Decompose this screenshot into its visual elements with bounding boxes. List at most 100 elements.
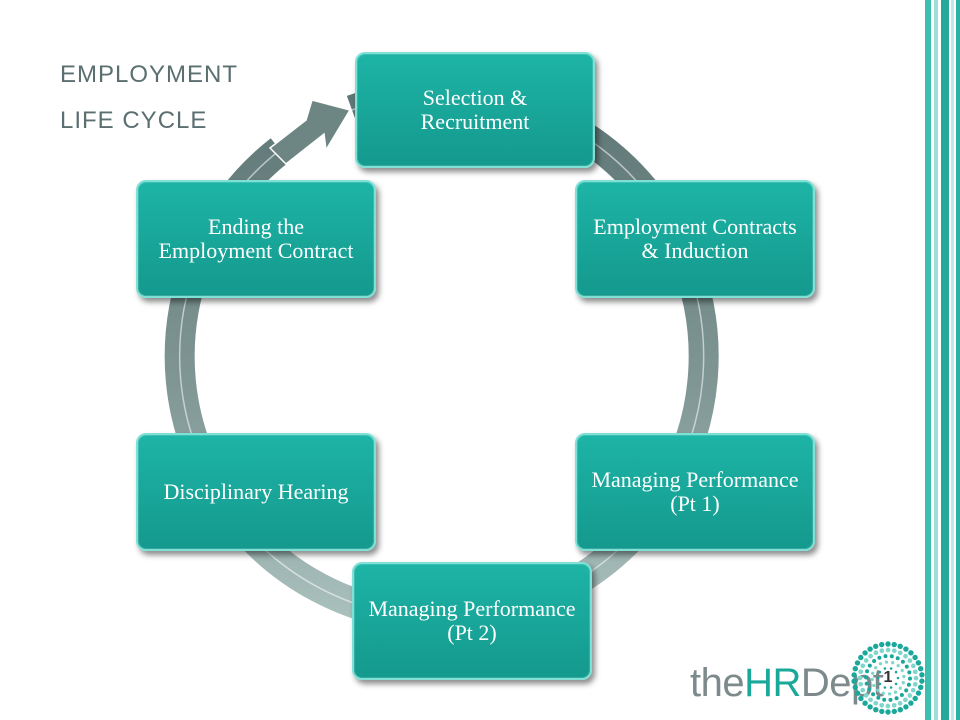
logo-dot: [851, 678, 857, 684]
logo-dot: [896, 664, 900, 668]
cycle-step-managing-performance-2: Managing Performance (Pt 2): [352, 562, 592, 680]
logo-dot: [879, 648, 885, 654]
logo-dot: [854, 690, 861, 696]
logo-dot: [904, 688, 909, 693]
logo-dot: [903, 646, 909, 652]
logo-dot: [918, 684, 924, 690]
logo-dot: [865, 669, 870, 674]
logo-dot: [879, 702, 885, 708]
step-label: Managing Performance (Pt 2): [368, 596, 576, 645]
logo-dot: [899, 693, 904, 697]
decor-stripe: [934, 0, 938, 720]
logo-dot: [902, 674, 906, 679]
cycle-step-selection-recruitment: Selection & Recruitment: [355, 52, 595, 168]
logo-dot: [878, 670, 882, 674]
logo-dot: [903, 653, 908, 659]
logo-dot: [896, 676, 900, 680]
logo-dot: [872, 683, 876, 688]
logo-dot: [893, 690, 898, 694]
logo-dot: [852, 684, 858, 690]
logo-dot: [868, 653, 873, 659]
decor-stripe: [941, 0, 949, 720]
logo-dot: [857, 675, 863, 681]
logo-dot: [889, 667, 893, 670]
logo-dot: [858, 654, 864, 661]
logo-dot: [874, 666, 878, 670]
logo-dot: [882, 697, 887, 702]
logo-dot: [918, 666, 924, 672]
logo-dot: [912, 681, 918, 687]
logo-dot: [897, 700, 903, 706]
logo-dot: [915, 660, 922, 666]
cycle-step-managing-performance-1: Managing Performance (Pt 1): [575, 433, 815, 551]
logo-dot: [908, 676, 912, 681]
logo-dot: [877, 655, 882, 660]
logo-dot: [883, 667, 887, 670]
logo-dot: [895, 656, 900, 661]
logo-dot: [864, 681, 869, 686]
step-label: Ending the Employment Contract: [158, 214, 354, 263]
logo-dot: [919, 678, 925, 684]
logo-dot: [878, 662, 883, 666]
logo-dot: [873, 643, 879, 649]
decor-stripe: [925, 0, 931, 720]
logo-dot: [912, 654, 918, 661]
logo-dot: [867, 663, 872, 668]
logo-dot: [915, 690, 922, 696]
logo-dot: [867, 704, 873, 710]
logo-dot: [907, 658, 913, 663]
logo-dot: [891, 648, 897, 654]
logo-dot: [889, 686, 893, 689]
logo-dot: [894, 682, 898, 686]
logo-dot: [851, 672, 857, 678]
logo-dot: [881, 691, 885, 695]
logo-dot: [891, 641, 897, 648]
logo-dot: [912, 669, 918, 675]
logo-dot: [885, 709, 891, 715]
logo-dot: [885, 647, 891, 653]
logo-dot: [883, 686, 887, 689]
logo-dot: [871, 671, 875, 675]
logo-dot: [897, 643, 903, 649]
logo-dot: [873, 650, 879, 656]
logo-dot: [885, 641, 891, 647]
logo-dot: [900, 668, 904, 673]
logo-dot: [863, 658, 869, 663]
step-label: Disciplinary Hearing: [163, 479, 349, 504]
logo-dot: [891, 702, 897, 708]
logo-dot: [908, 700, 914, 706]
logo-dot: [907, 693, 913, 698]
logo-dot: [867, 646, 873, 652]
logo-dot: [904, 664, 909, 669]
logo-dot: [891, 661, 895, 665]
cycle-step-employment-contracts: Employment Contracts & Induction: [575, 180, 815, 298]
step-label: Selection & Recruitment: [420, 85, 530, 134]
logo-dot: [858, 681, 864, 687]
logo-dot: [867, 687, 872, 692]
logo-dot: [879, 641, 885, 648]
logo-dot: [858, 669, 864, 675]
logo-dot: [906, 682, 911, 687]
logo-dot: [912, 695, 918, 702]
logo-dot: [884, 660, 889, 664]
logo-dot: [863, 693, 869, 698]
logo-dot: [885, 703, 891, 709]
logo-dot: [894, 696, 899, 701]
logo-dot: [919, 672, 925, 678]
logo-dot: [913, 675, 919, 681]
title-line-2: Life Cycle: [60, 107, 208, 134]
logo-dot: [868, 697, 873, 703]
logo-dot: [889, 654, 894, 659]
logo-dot: [888, 697, 893, 702]
logo-dots-icon: [851, 641, 925, 715]
step-label: Managing Performance (Pt 1): [591, 467, 799, 516]
logo-prefix: the: [690, 661, 745, 705]
cycle-arrow-head: [268, 99, 352, 166]
logo-hr: HR: [744, 661, 801, 705]
logo-dot: [887, 692, 892, 696]
logo-dot: [858, 695, 864, 702]
logo-dot: [862, 650, 868, 656]
logo-dot: [873, 707, 879, 713]
logo-dot: [900, 659, 905, 664]
logo-dot: [878, 682, 882, 686]
